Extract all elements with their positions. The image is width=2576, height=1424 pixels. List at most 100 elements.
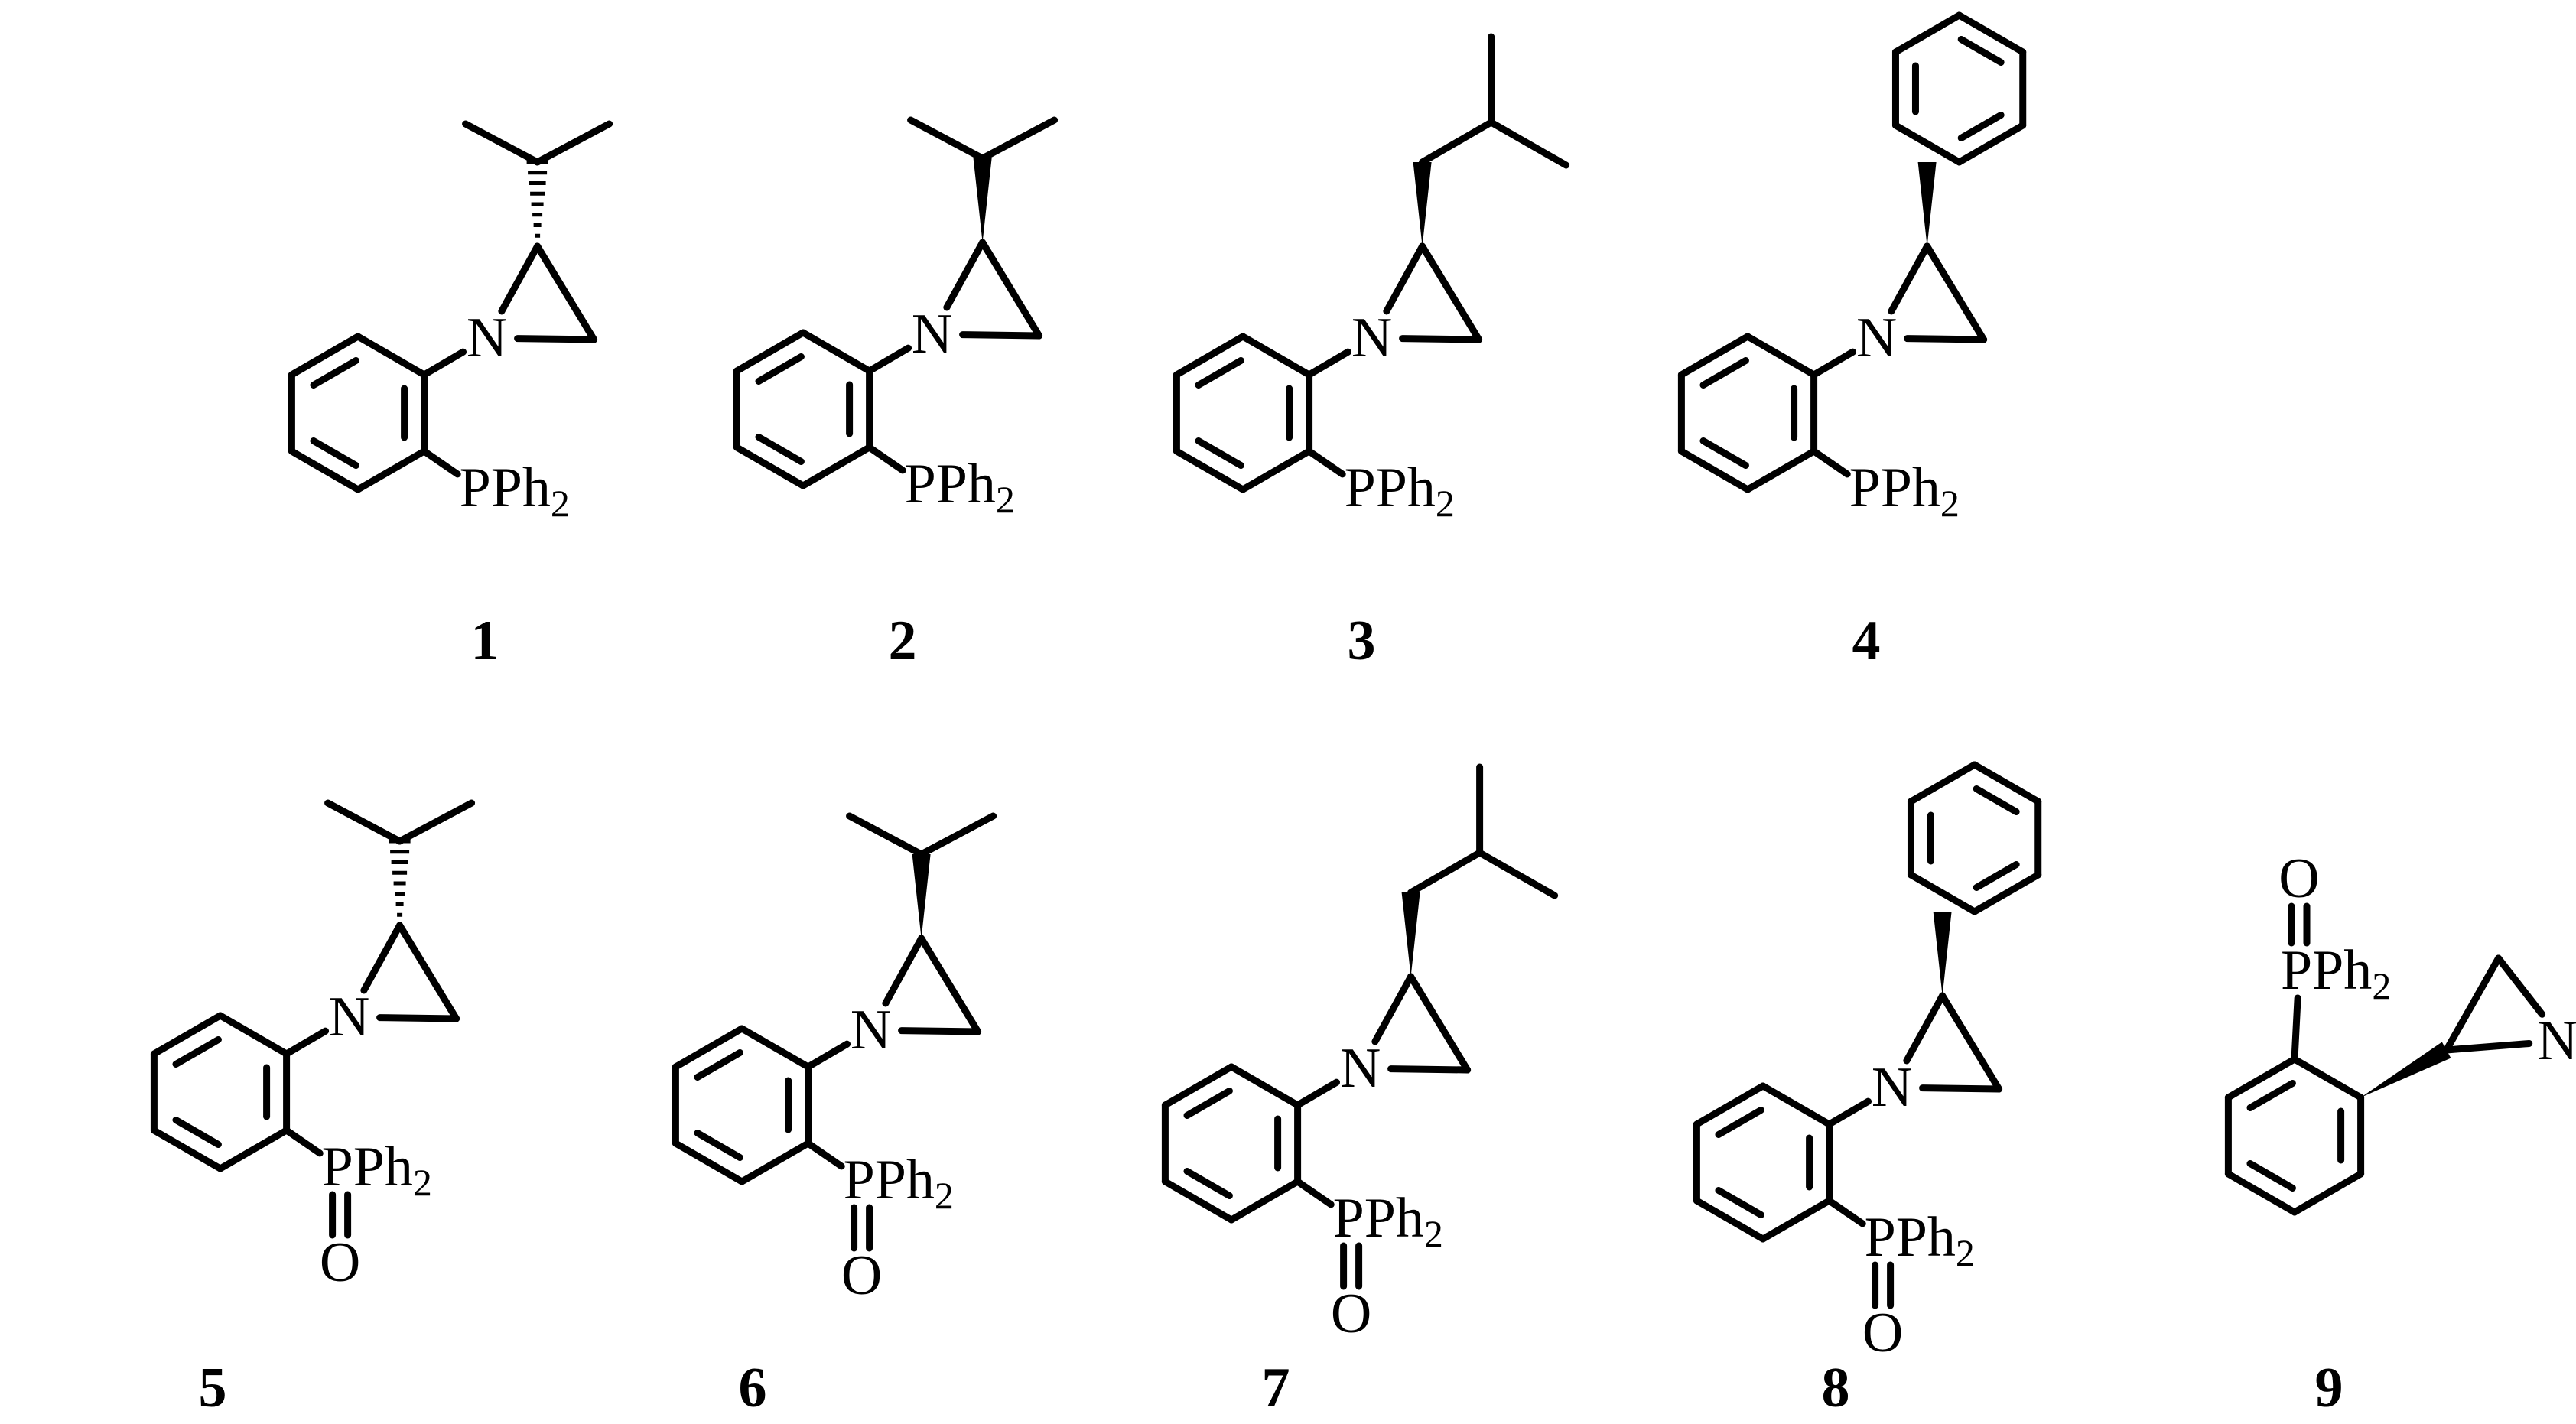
pph2-label: PPh2 <box>2281 939 2391 1007</box>
aromatic-inner-bond <box>1957 36 2005 67</box>
pph2-label: PPh2 <box>1849 457 1960 525</box>
aromatic-inner-bond <box>2246 1159 2296 1192</box>
compound-number-9: 9 <box>2315 1357 2343 1419</box>
ring-bond <box>150 1012 224 1058</box>
compound-number-7: 7 <box>1262 1357 1290 1419</box>
aziridine-bond <box>898 1027 982 1035</box>
oxygen-label: O <box>841 1244 882 1307</box>
ring-bond <box>733 444 807 489</box>
ring-bond <box>1677 447 1751 493</box>
ring-bond <box>738 1025 812 1071</box>
aryl-n-bond <box>1294 1078 1341 1109</box>
compound-number-5: 5 <box>199 1357 227 1419</box>
ring-bond <box>1971 871 2042 915</box>
ring-bond <box>354 447 428 493</box>
compound-9: PPh2ONH9 <box>2224 847 2576 1419</box>
oxygen-label: O <box>1862 1302 1903 1364</box>
aromatic-inner-bond <box>1699 437 1749 469</box>
ring-bond <box>733 329 807 375</box>
pph2-label: PPh2 <box>1345 457 1455 525</box>
pph-text: PPh <box>844 1149 935 1211</box>
aziridine-bond <box>943 239 987 311</box>
ring-bond <box>2291 1170 2365 1216</box>
subscript-2: 2 <box>1436 482 1455 525</box>
ring-bond <box>1907 761 1979 805</box>
methyl-bond <box>462 120 542 166</box>
wedge-bond <box>1401 892 1420 977</box>
compound-number-2: 2 <box>889 610 917 672</box>
aromatic-inner-bond <box>1699 357 1749 389</box>
pph-text: PPh <box>1865 1206 1956 1269</box>
aziridine-bond <box>1383 242 1426 315</box>
aryl-n-bond <box>805 1040 851 1071</box>
ring-bond <box>1891 11 1963 56</box>
ring-bond <box>288 447 362 493</box>
pph2-label: PPh2 <box>905 453 1015 521</box>
aziridine-bond <box>1903 992 1947 1065</box>
pph2-label: PPh2 <box>322 1136 432 1204</box>
methyl-bond <box>1476 849 1559 899</box>
aryl-n-bond <box>1826 1097 1872 1128</box>
pph2-label: PPh2 <box>1865 1206 1975 1274</box>
ring-bond <box>1239 447 1313 493</box>
aryl-n-bond <box>1306 348 1352 379</box>
aziridine-bond <box>376 1014 460 1022</box>
aryl-p-bond <box>1826 1197 1866 1227</box>
wedge-bond <box>1917 162 1937 246</box>
aziridine-bond <box>2443 1039 2533 1054</box>
ring-bond <box>2291 1055 2365 1101</box>
nitrogen-label: N <box>329 986 369 1048</box>
aziridine-bond <box>2443 954 2503 1054</box>
aromatic-inner-bond <box>2246 1080 2296 1112</box>
ring-bond <box>1677 333 1751 379</box>
aziridine-bond <box>1387 1065 1472 1074</box>
chain-bond <box>1407 849 1484 896</box>
subscript-2: 2 <box>1956 1231 1975 1274</box>
aryl-n-bond <box>421 348 467 379</box>
pph-text: PPh <box>2281 939 2372 1002</box>
ring-bond <box>2224 1170 2298 1216</box>
aziridine-bond <box>1919 1084 2003 1093</box>
nitrogen-label: N <box>1351 307 1392 369</box>
compound-number-8: 8 <box>1822 1357 1850 1419</box>
ring-bond <box>1693 1082 1767 1128</box>
aromatic-inner-bond <box>1183 1167 1233 1199</box>
methyl-bond <box>979 116 1059 162</box>
pph-text: PPh <box>460 457 551 519</box>
subscript-2: 2 <box>2372 964 2391 1007</box>
wedge-bond <box>2360 1042 2451 1097</box>
aromatic-inner-bond <box>755 433 805 465</box>
ring-bond <box>672 1025 746 1071</box>
ring-bond <box>799 329 873 375</box>
subscript-2: 2 <box>996 478 1015 521</box>
aziridine-bond <box>1407 973 1472 1074</box>
ring-bond <box>1759 1082 1833 1128</box>
nh-label: NH <box>2537 1009 2576 1072</box>
ring-bond <box>1907 871 1979 915</box>
aromatic-inner-bond <box>172 1116 222 1148</box>
methyl-bond <box>324 799 404 845</box>
compound-number-1: 1 <box>471 610 499 672</box>
oxygen-label: O <box>320 1231 360 1294</box>
ring-bond <box>672 1140 746 1185</box>
nitrogen-label: N <box>851 999 891 1061</box>
ring-bond <box>1744 333 1818 379</box>
aromatic-inner-bond <box>1195 357 1244 389</box>
methyl-bond <box>918 812 997 858</box>
aromatic-inner-bond <box>1183 1088 1233 1120</box>
ring-bond <box>288 333 362 379</box>
aromatic-inner-bond <box>694 1049 743 1081</box>
pph-text: PPh <box>322 1136 413 1198</box>
ring-bond <box>1956 122 2027 166</box>
aziridine-bond <box>360 922 404 994</box>
pph2-label: PPh2 <box>1333 1187 1443 1255</box>
aziridine-bond <box>2495 954 2546 1018</box>
subscript-2: 2 <box>551 482 570 525</box>
aziridine-bond <box>979 239 1043 340</box>
